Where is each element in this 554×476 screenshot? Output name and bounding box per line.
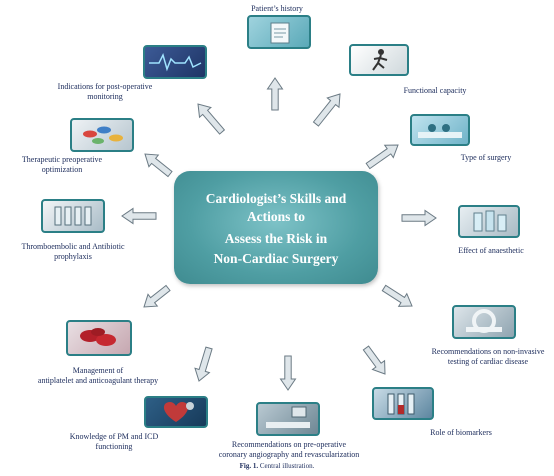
arrow-functional-capacity <box>312 93 341 127</box>
patient-history-image <box>247 15 311 49</box>
label-line: optimization <box>41 165 83 174</box>
label-line: functioning <box>95 442 133 451</box>
figure-caption: Fig. 1. Central illustration. <box>0 462 554 470</box>
arrow-type-of-surgery <box>365 144 399 170</box>
label-coronary-angiography: Recommendations on pre-operative coronar… <box>212 440 366 460</box>
label-antiplatelet: Management of antiplatelet and anticoagu… <box>18 366 178 386</box>
ampoules-icon <box>54 206 92 226</box>
label-line: Indications for post-operative <box>57 82 153 91</box>
type-of-surgery-image <box>410 114 470 146</box>
arrow-coronary <box>279 355 297 391</box>
label-line: Role of biomarkers <box>430 428 492 437</box>
clipboard-icon <box>270 22 290 44</box>
arrow-antiplatelet <box>143 284 171 308</box>
label-patient-history: Patient’s history <box>222 4 332 14</box>
label-functional-capacity: Functional capacity <box>385 86 485 96</box>
caption-text: Central illustration. <box>259 462 315 470</box>
label-line: prophylaxis <box>54 252 92 261</box>
label-postop-monitoring: Indications for post-operative monitorin… <box>40 82 170 102</box>
label-pm-icd: Knowledge of PM and ICD functioning <box>54 432 174 452</box>
therapeutic-image <box>70 118 134 152</box>
functional-capacity-image <box>349 44 409 76</box>
arrow-anaesthetic <box>401 209 437 227</box>
test-tubes-icon <box>387 393 415 415</box>
label-line: antiplatelet and anticoagulant therapy <box>37 376 159 385</box>
heart-device-icon <box>163 402 194 422</box>
arrow-biomarkers <box>362 345 386 375</box>
arrow-thromboembolic <box>121 207 157 225</box>
arrow-therapeutic <box>144 153 173 178</box>
center-title-line-3: Assess the Risk in <box>224 231 328 246</box>
pills-icon <box>83 126 123 144</box>
label-line: Therapeutic preoperative <box>21 155 103 164</box>
coronary-angiography-image <box>256 402 320 436</box>
label-line: monitoring <box>87 92 123 101</box>
label-line: coronary angiography and revascularizati… <box>218 450 360 459</box>
vials-icon <box>473 210 507 232</box>
antiplatelet-image <box>66 320 132 356</box>
center-title-line-4: Non-Cardiac Surgery <box>213 251 339 266</box>
label-line: Type of surgery <box>460 153 512 162</box>
arrow-pm-icd <box>194 346 213 382</box>
label-line: Recommendations on pre-operative <box>231 440 347 449</box>
monitor-icon <box>149 52 202 72</box>
center-title-line-1: Cardiologist’s Skills and <box>205 191 347 206</box>
blood-cells-icon <box>80 328 116 346</box>
label-line: Recommendations on non-invasive <box>431 347 545 356</box>
surgery-icon <box>418 124 462 138</box>
biomarkers-image <box>372 387 434 420</box>
pm-icd-image <box>144 396 208 428</box>
label-line: Management of <box>72 366 124 375</box>
label-therapeutic: Therapeutic preoperative optimization <box>2 155 122 175</box>
arrow-noninvasive <box>381 284 413 307</box>
runner-icon <box>372 49 388 71</box>
label-type-of-surgery: Type of surgery <box>446 153 526 163</box>
label-line: testing of cardiac disease <box>447 357 529 366</box>
label-line: Patient’s history <box>251 4 303 13</box>
caption-prefix: Fig. 1. <box>239 462 259 470</box>
label-line: Effect of anaesthetic <box>458 246 524 255</box>
anaesthetic-image <box>458 205 520 238</box>
label-effect-of-anaesthetic: Effect of anaesthetic <box>446 246 536 256</box>
arrow-patient-history <box>266 77 284 111</box>
label-thromboembolic: Thromboembolic and Antibiotic prophylaxi… <box>6 242 140 262</box>
central-box: Cardiologist’s Skills and Actions to Ass… <box>174 171 378 284</box>
label-line: Thromboembolic and Antibiotic <box>21 242 125 251</box>
label-line: Knowledge of PM and ICD <box>69 432 159 441</box>
label-noninvasive-testing: Recommendations on non-invasive testing … <box>422 347 554 367</box>
label-line: Functional capacity <box>403 86 467 95</box>
center-title-line-2: Actions to <box>246 209 306 224</box>
scanner-icon <box>466 309 502 333</box>
label-biomarkers: Role of biomarkers <box>416 428 506 438</box>
postop-monitoring-image <box>143 45 207 79</box>
thromboembolic-image <box>41 199 105 233</box>
cath-lab-icon <box>266 406 310 428</box>
arrow-postop <box>197 103 226 135</box>
noninvasive-testing-image <box>452 305 516 339</box>
